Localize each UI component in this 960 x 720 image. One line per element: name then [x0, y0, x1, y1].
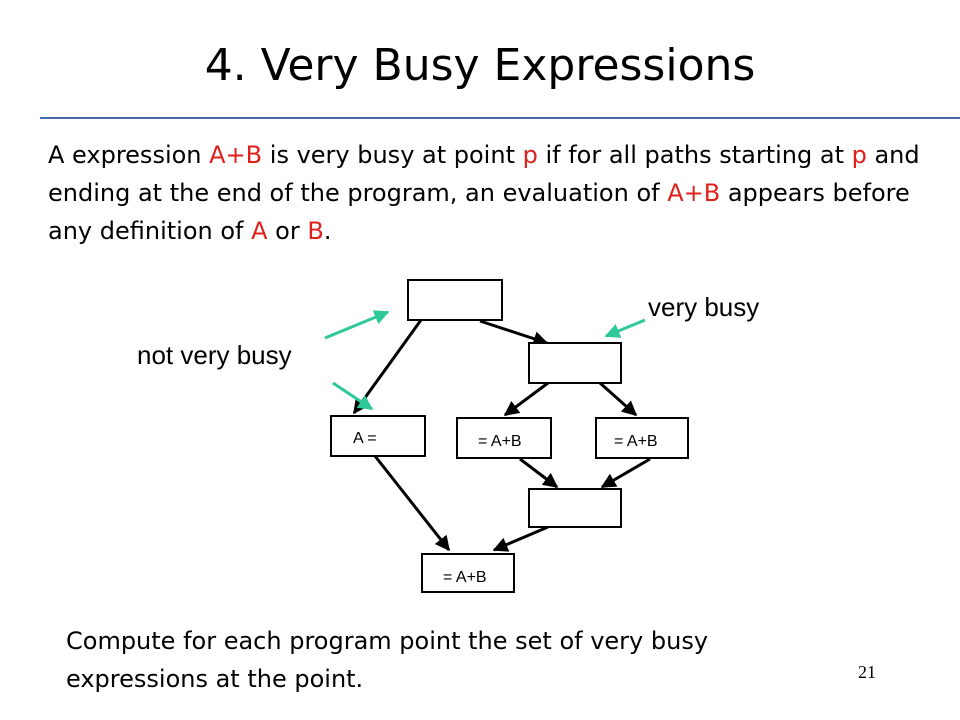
- not-very-busy-label: not very busy: [137, 340, 292, 370]
- merge-node: [528, 488, 622, 528]
- use-right-node: [595, 417, 689, 459]
- compute-instruction: Compute for each program point the set o…: [66, 627, 709, 693]
- edge-entry-to-right: [479, 319, 549, 346]
- slide-number: 21: [858, 662, 876, 682]
- point-highlight: p: [851, 141, 867, 169]
- very-busy-label: very busy: [648, 292, 759, 322]
- edge-right-to-use-right: [599, 381, 638, 417]
- expression-highlight: A+B: [209, 141, 263, 169]
- definition-text-1: A expression: [48, 141, 210, 169]
- callout-arrow-assign: [332, 381, 374, 411]
- slide-title: 4. Very Busy Expressions: [204, 40, 756, 91]
- edge-assign-to-exit: [373, 455, 451, 552]
- edge-merge-to-exit: [492, 525, 549, 552]
- variable-a-highlight: A: [251, 217, 268, 245]
- callout-arrow-entry: [324, 310, 390, 340]
- callout-arrow-very-busy: [604, 318, 646, 338]
- assign-a-node: [330, 415, 426, 457]
- definition-text-2: is very busy at point: [262, 141, 523, 169]
- title-divider: [40, 117, 960, 119]
- entry-node: [407, 279, 503, 321]
- definition-text-3: if for all paths starting at: [537, 141, 852, 169]
- exit-label: = A+B: [443, 569, 487, 586]
- edge-use-right-to-merge: [600, 457, 651, 489]
- definition-text-5: appears before any definition of: [48, 179, 910, 245]
- use-left-node: [456, 417, 552, 459]
- point-highlight: p: [522, 141, 538, 169]
- edge-right-to-use-left: [503, 381, 549, 417]
- exit-node: [421, 553, 515, 593]
- edge-use-left-to-merge: [519, 457, 559, 489]
- expression-highlight: A+B: [667, 179, 721, 207]
- definition-text-6: or: [267, 217, 308, 245]
- use-right-label: = A+B: [614, 433, 658, 450]
- definition-text-7: .: [323, 217, 332, 245]
- edge-entry-to-assign: [352, 319, 423, 415]
- use-left-label: = A+B: [478, 433, 522, 450]
- assign-a-label: A =: [353, 430, 377, 447]
- definition-paragraph: A expression A+B is very busy at point p…: [48, 136, 948, 250]
- definition-text-4: and ending at the end of the program, an…: [48, 141, 920, 207]
- right-top-node: [528, 342, 622, 384]
- variable-b-highlight: B: [307, 217, 324, 245]
